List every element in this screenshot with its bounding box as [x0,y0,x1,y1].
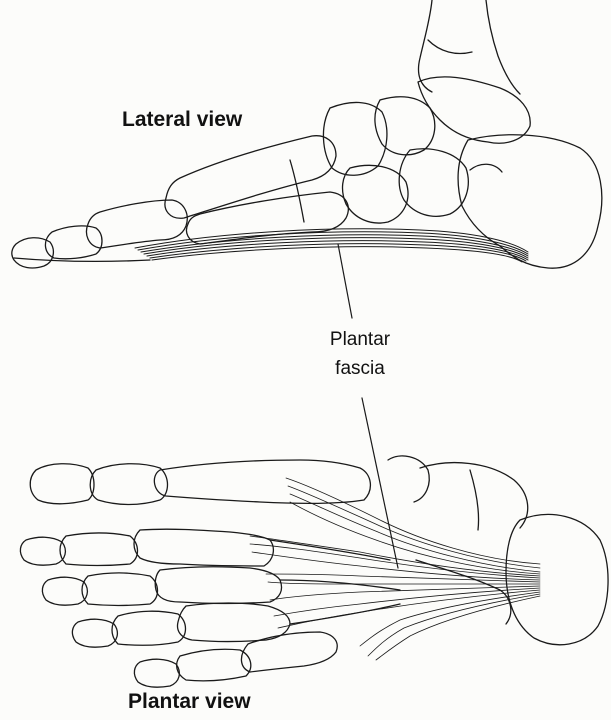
plantar-foot-bones [20,456,608,687]
lateral-foot-bones [12,0,602,268]
callout-line-1: Plantar [318,325,402,354]
lateral-view-label: Lateral view [122,108,242,132]
callout-line-2: fascia [318,354,402,383]
plantar-view-label: Plantar view [128,690,251,714]
lateral-plantar-fascia [135,229,528,262]
plantar-fascia-callout: Plantar fascia [318,325,402,383]
plantar-fascia-fan [250,478,540,660]
